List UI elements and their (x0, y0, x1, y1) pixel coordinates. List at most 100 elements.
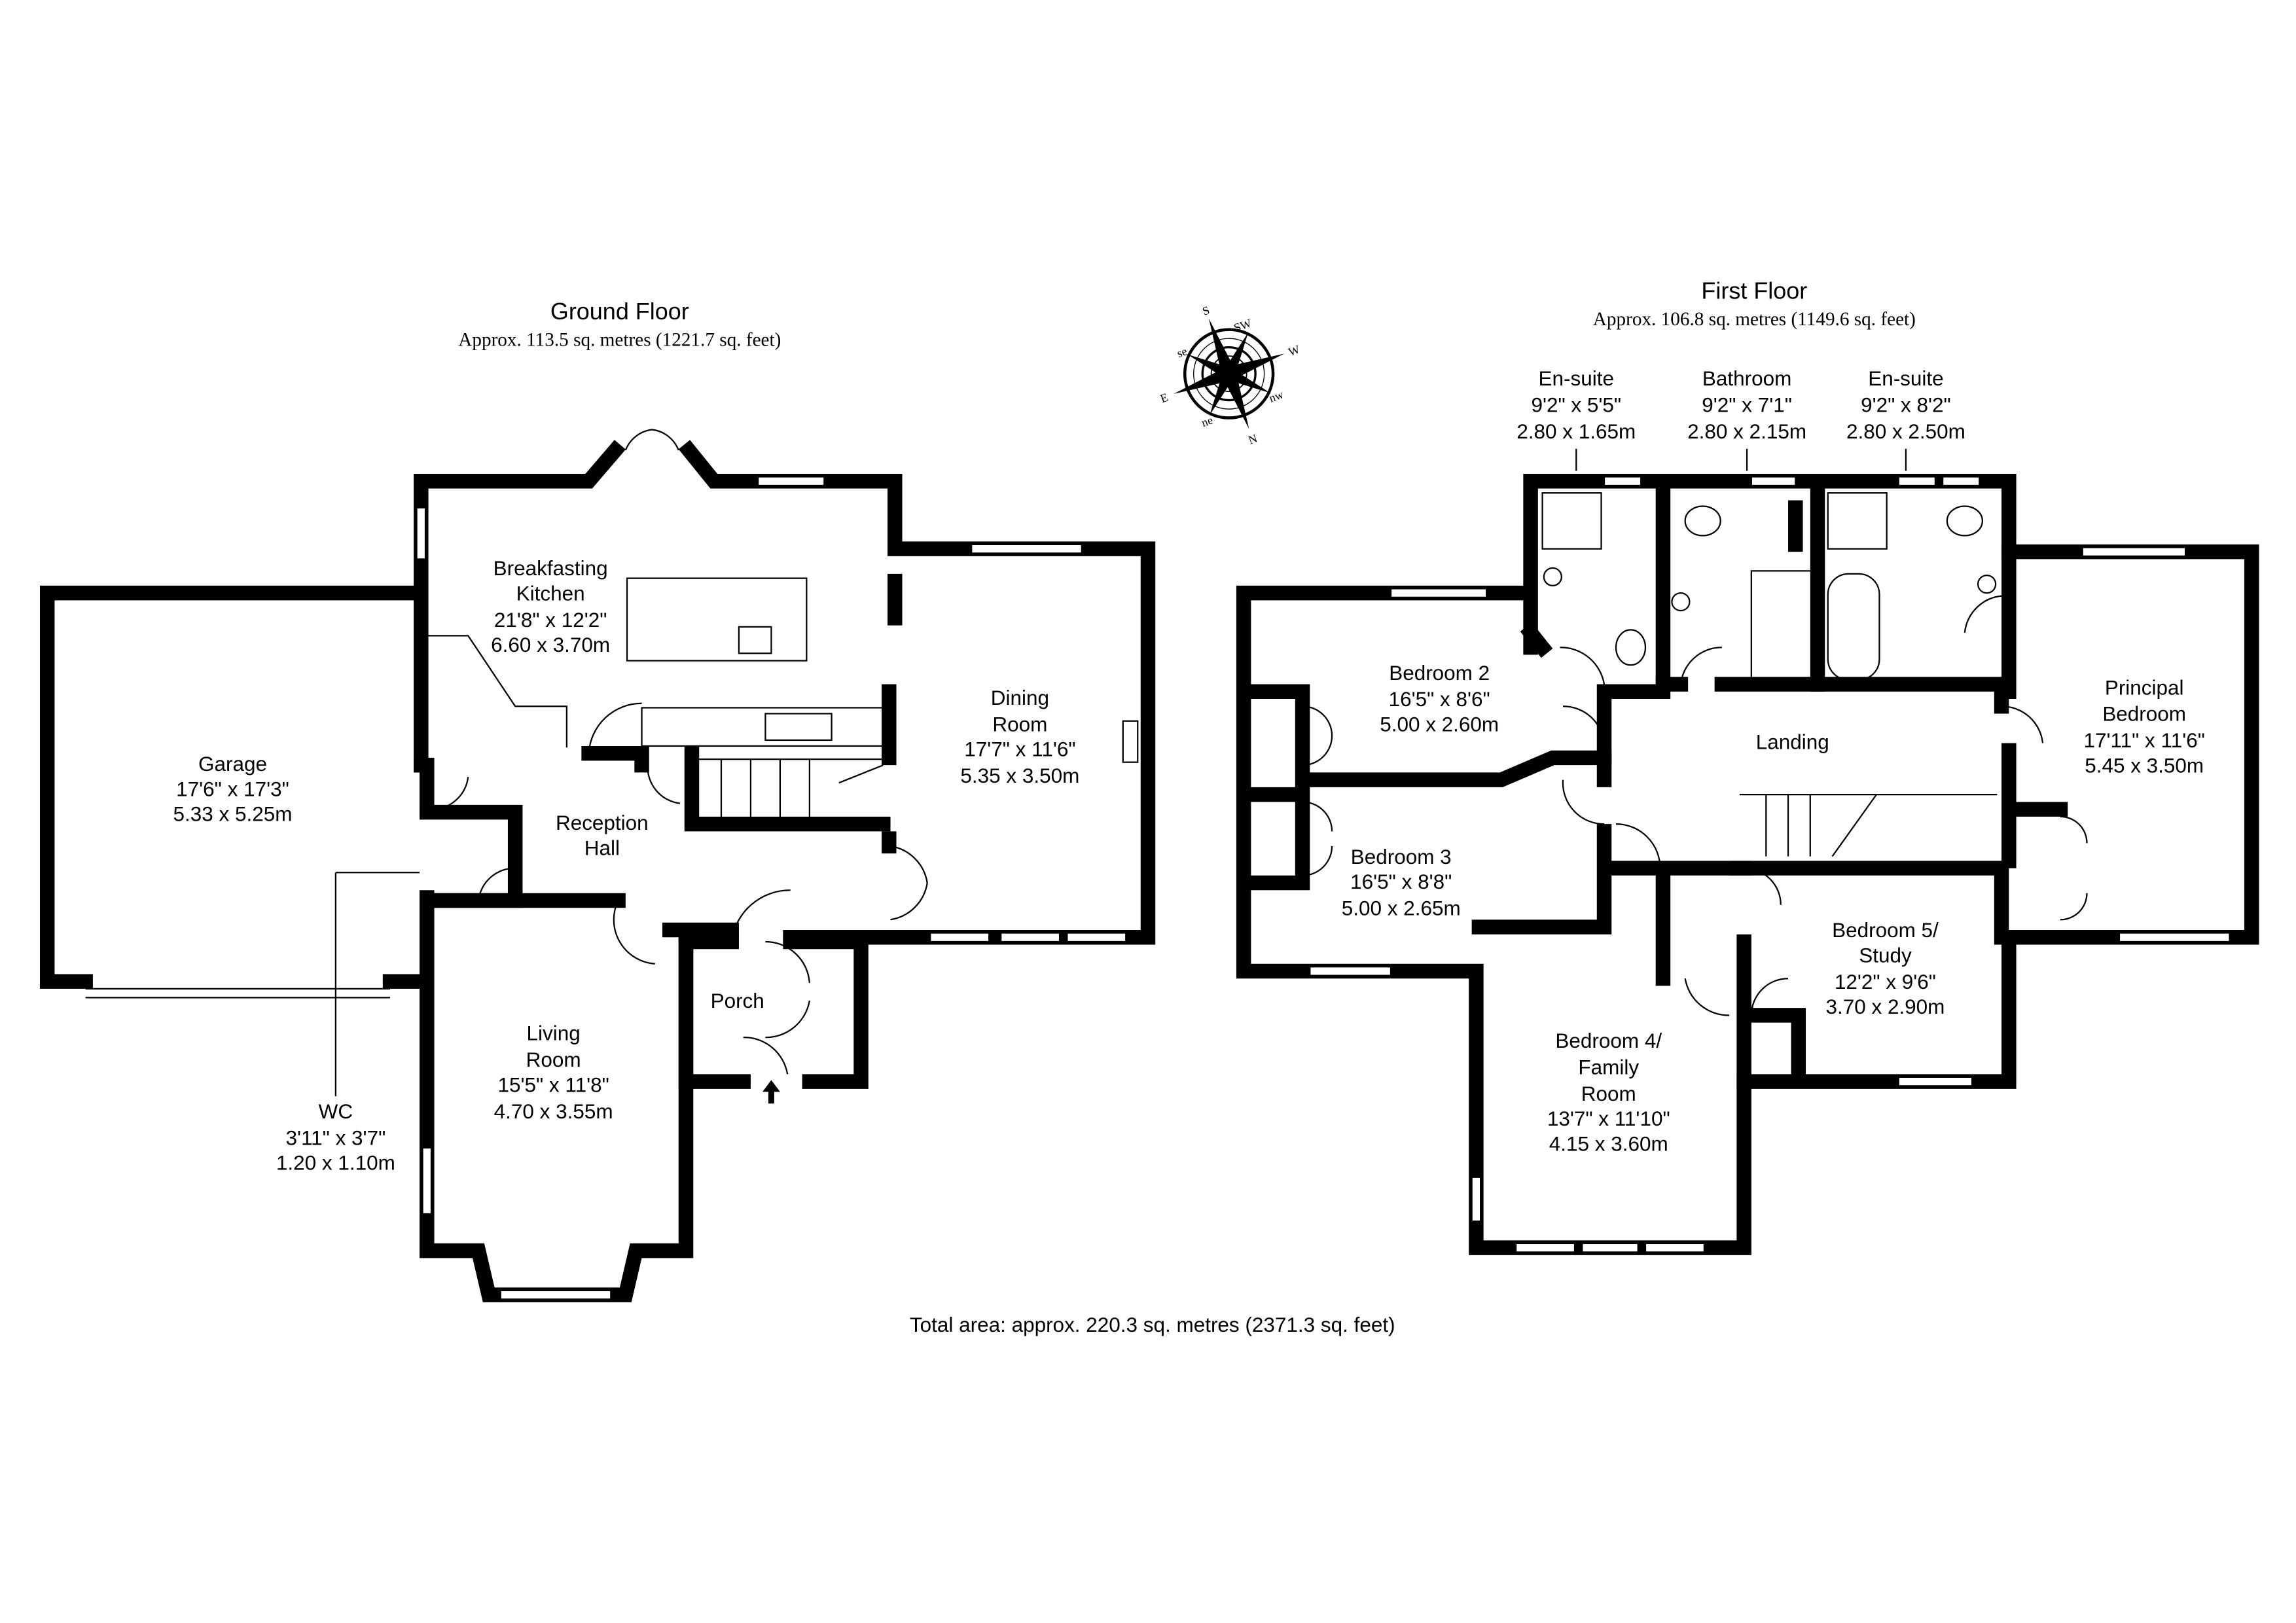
kitchen-island (626, 577, 808, 662)
kitchen-worktop (641, 707, 886, 747)
svg-text:9'2" x 8'2": 9'2" x 8'2" (1861, 394, 1951, 417)
svg-text:17'6" x 17'3": 17'6" x 17'3" (176, 777, 289, 800)
french-doors (624, 429, 679, 451)
ground-floor-fixtures (334, 429, 1139, 1300)
ground-floor-walls (39, 440, 1156, 1302)
room-label-breakfasting-kitchen: Breakfasting Kitchen 21'8" x 12'2" 6.60 … (491, 557, 610, 656)
first-floor-labels: En-suite 9'2" x 5'5" 2.80 x 1.65m Bathro… (1342, 367, 2205, 1155)
first-floor-title: First Floor (1701, 277, 1807, 304)
window (1309, 966, 1392, 976)
room-label-en-suite-2: En-suite 9'2" x 8'2" 2.80 x 2.50m (1846, 367, 1965, 443)
svg-text:se: se (1175, 344, 1189, 360)
svg-text:6.60 x 3.70m: 6.60 x 3.70m (491, 633, 610, 656)
toilet-icon (1684, 505, 1721, 537)
bath-icon (1750, 570, 1814, 684)
door-swings (1302, 595, 2088, 1016)
window (1897, 476, 1937, 487)
window (757, 476, 825, 487)
ground-floor-plan: Ground Floor Approx. 113.5 sq. metres (1… (39, 298, 1156, 1302)
room-label-wc: WC 3'11" x 3'7" 1.20 x 1.10m (276, 1100, 395, 1175)
svg-text:16'5" x 8'6": 16'5" x 8'6" (1389, 688, 1490, 711)
svg-text:Porch: Porch (711, 990, 764, 1012)
svg-text:Hall: Hall (584, 836, 620, 859)
svg-text:Bedroom 3: Bedroom 3 (1351, 846, 1452, 868)
room-label-landing: Landing (1756, 730, 1829, 753)
first-floor-fixtures (1302, 476, 2231, 1253)
door-swings (434, 702, 928, 1075)
svg-text:5.00 x 2.65m: 5.00 x 2.65m (1342, 897, 1461, 920)
window (1750, 476, 1797, 487)
staircase (1739, 794, 1998, 857)
window (1581, 1242, 1639, 1253)
window (416, 507, 427, 560)
svg-text:Bedroom 2: Bedroom 2 (1389, 662, 1490, 685)
svg-text:En-suite: En-suite (1539, 367, 1614, 390)
sink-icon (764, 713, 833, 741)
svg-text:Dining: Dining (991, 687, 1049, 709)
window (1603, 476, 1642, 487)
svg-text:12'2" x 9'6": 12'2" x 9'6" (1835, 971, 1936, 993)
room-label-principal-bedroom: Principal Bedroom 17'11" x 11'6" 5.45 x … (2083, 676, 2204, 777)
entrance-arrow-icon (762, 1080, 780, 1104)
svg-text:Family: Family (1578, 1056, 1639, 1079)
window (1390, 588, 1488, 598)
room-label-reception-hall: Reception Hall (556, 812, 649, 859)
ground-floor-labels: Garage 17'6" x 17'3" 5.33 x 5.25m Breakf… (173, 557, 1080, 1174)
svg-text:17'11" x 11'6": 17'11" x 11'6" (2083, 729, 2204, 752)
room-label-bedroom-2: Bedroom 2 16'5" x 8'6" 5.00 x 2.60m (1380, 662, 1499, 736)
bath-icon (1827, 573, 1880, 681)
svg-text:ne: ne (1200, 414, 1215, 430)
svg-text:2.80 x 1.65m: 2.80 x 1.65m (1516, 420, 1636, 443)
window (1644, 1242, 1706, 1253)
window (1000, 932, 1061, 943)
room-label-bedroom-4-family-room: Bedroom 4/ Family Room 13'7" x 11'10" 4.… (1547, 1029, 1670, 1155)
window (971, 543, 1083, 554)
window (1942, 476, 1981, 487)
window (1897, 1076, 1973, 1087)
shower-icon (1827, 492, 1888, 550)
svg-text:5.00 x 2.60m: 5.00 x 2.60m (1380, 713, 1499, 736)
svg-text:9'2" x 7'1": 9'2" x 7'1" (1702, 394, 1792, 417)
room-label-en-suite-1: En-suite 9'2" x 5'5" 2.80 x 1.65m (1516, 367, 1636, 443)
window (1066, 932, 1127, 943)
svg-text:21'8" x 12'2": 21'8" x 12'2" (494, 609, 607, 632)
svg-text:5.33 x 5.25m: 5.33 x 5.25m (173, 803, 293, 826)
svg-text:Kitchen: Kitchen (516, 582, 585, 605)
svg-text:WC: WC (319, 1100, 353, 1123)
svg-text:9'2" x 5'5": 9'2" x 5'5" (1531, 394, 1621, 417)
svg-text:N: N (1247, 431, 1259, 446)
room-label-garage: Garage 17'6" x 17'3" 5.33 x 5.25m (173, 753, 293, 825)
svg-text:E: E (1158, 391, 1170, 406)
svg-text:3.70 x 2.90m: 3.70 x 2.90m (1825, 995, 1945, 1018)
svg-text:Living: Living (527, 1022, 581, 1045)
basin-icon (1671, 592, 1691, 612)
kitchen-counter (427, 635, 568, 748)
window (1471, 1176, 1482, 1222)
svg-text:13'7" x 11'10": 13'7" x 11'10" (1547, 1107, 1670, 1130)
basin-icon (1977, 575, 1997, 594)
svg-text:1.20 x 1.10m: 1.20 x 1.10m (276, 1151, 395, 1174)
svg-text:Room: Room (992, 713, 1047, 736)
svg-text:Garage: Garage (198, 753, 267, 776)
room-label-bathroom: Bathroom 9'2" x 7'1" 2.80 x 2.15m (1687, 367, 1806, 443)
room-label-living-room: Living Room 15'5" x 11'8" 4.70 x 3.55m (494, 1022, 613, 1123)
window (2081, 546, 2187, 558)
svg-text:En-suite: En-suite (1868, 367, 1943, 390)
svg-text:Reception: Reception (556, 812, 649, 834)
svg-text:Room: Room (1581, 1082, 1636, 1105)
svg-text:17'7" x 11'6": 17'7" x 11'6" (964, 738, 1075, 761)
svg-text:Room: Room (526, 1048, 581, 1071)
fireplace (1122, 720, 1139, 763)
ground-floor-title: Ground Floor (550, 298, 689, 325)
staircase (691, 758, 884, 825)
svg-text:4.15 x 3.60m: 4.15 x 3.60m (1549, 1132, 1668, 1155)
svg-text:Principal: Principal (2105, 676, 2184, 699)
window (2118, 932, 2231, 943)
svg-text:4.70 x 3.55m: 4.70 x 3.55m (494, 1100, 613, 1123)
svg-text:5.45 x 3.50m: 5.45 x 3.50m (2085, 754, 2204, 777)
compass-rose-icon: S SW W nw N ne E se (1158, 304, 1302, 447)
svg-text:W: W (1287, 342, 1302, 359)
window (929, 932, 990, 943)
svg-text:Bedroom 4/: Bedroom 4/ (1555, 1029, 1662, 1052)
